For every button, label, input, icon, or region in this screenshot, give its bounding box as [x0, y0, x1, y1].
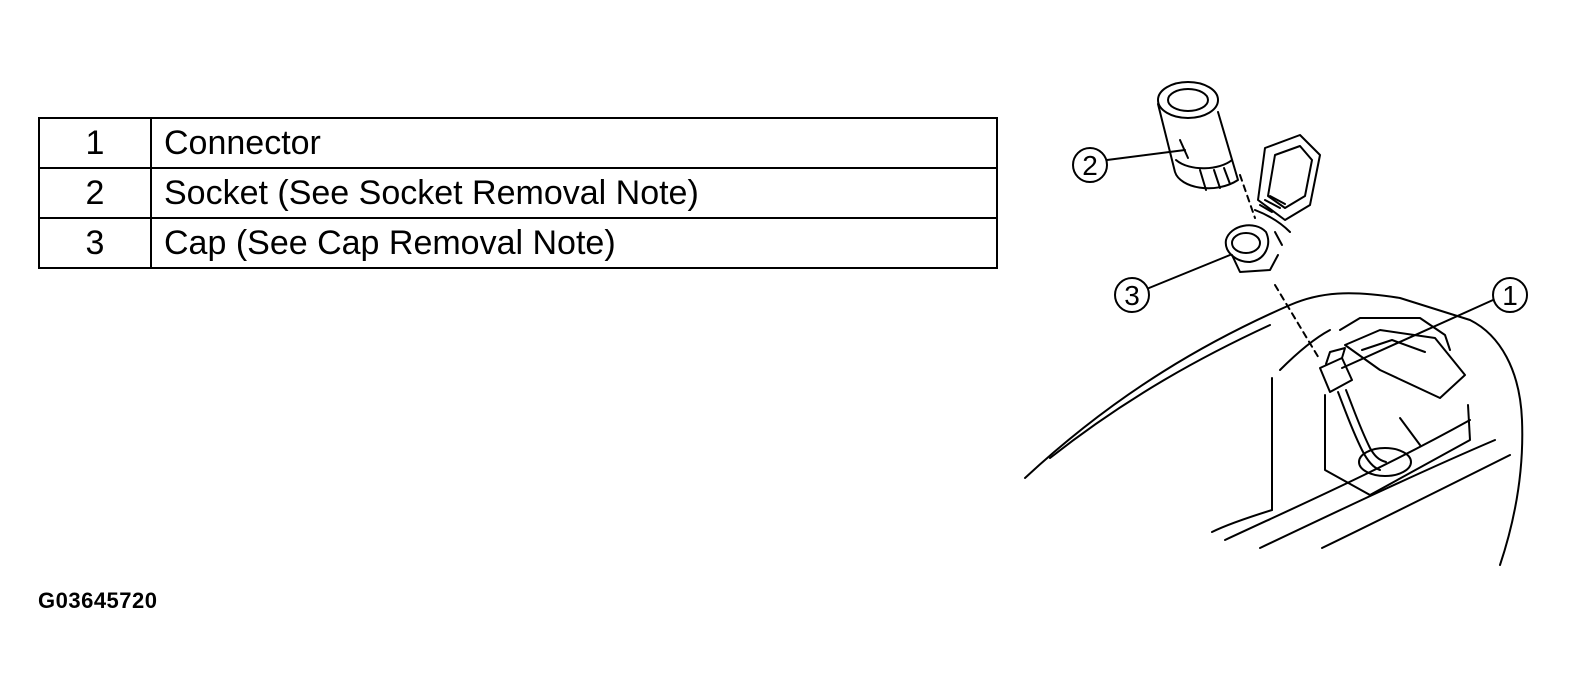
connector-part — [1319, 347, 1387, 471]
figure-id: G03645720 — [38, 588, 158, 613]
callout-1-label: 1 — [1502, 280, 1518, 311]
alignment-line — [1239, 174, 1321, 361]
callout-2: 2 — [1072, 147, 1186, 183]
legend-description: Cap (See Cap Removal Note) — [150, 217, 998, 269]
callout-2-label: 2 — [1082, 150, 1098, 181]
legend-description: Socket (See Socket Removal Note) — [150, 167, 998, 219]
callout-3-label: 3 — [1124, 280, 1140, 311]
legend-row: 1 Connector — [38, 117, 998, 169]
legend-row: 2 Socket (See Socket Removal Note) — [38, 167, 998, 219]
legend-row: 3 Cap (See Cap Removal Note) — [38, 217, 998, 269]
socket-part — [1157, 81, 1239, 191]
callout-1: 1 — [1341, 277, 1528, 369]
parts-legend-table: 1 Connector 2 Socket (See Socket Removal… — [38, 117, 998, 269]
console-body — [1024, 292, 1524, 566]
cap-part — [1224, 134, 1321, 273]
legend-number: 2 — [38, 167, 152, 219]
callout-3: 3 — [1114, 254, 1231, 313]
console-socket-illustration: 2 3 1 — [1024, 81, 1528, 566]
legend-number: 3 — [38, 217, 152, 269]
legend-description: Connector — [150, 117, 998, 169]
legend-number: 1 — [38, 117, 152, 169]
